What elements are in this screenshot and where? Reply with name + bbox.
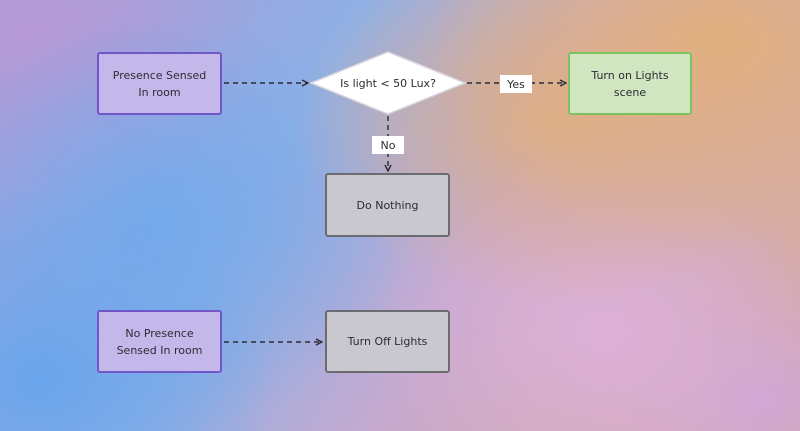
node-do-nothing-label: Do Nothing bbox=[356, 198, 419, 212]
node-decision-label: Is light < 50 Lux? bbox=[318, 70, 458, 96]
node-turn-on-lights: Turn on Lights scene bbox=[568, 52, 692, 115]
node-turn-off-lights: Turn Off Lights bbox=[325, 310, 450, 373]
edge-label-yes: Yes bbox=[500, 75, 532, 93]
node-turn-off-lights-label: Turn Off Lights bbox=[347, 335, 428, 348]
decision-diamond bbox=[308, 51, 468, 115]
decision-text: Is light < 50 Lux? bbox=[340, 76, 436, 90]
node-presence-sensed: Presence Sensed In room bbox=[97, 52, 222, 115]
edge-label-no: No bbox=[372, 136, 404, 154]
node-do-nothing: Do Nothing bbox=[325, 173, 450, 237]
node-no-presence-label: No Presence Sensed In room bbox=[116, 326, 203, 357]
node-presence-sensed-label: Presence Sensed In room bbox=[112, 68, 207, 99]
node-no-presence: No Presence Sensed In room bbox=[97, 310, 222, 373]
node-turn-on-lights-label: Turn on Lights scene bbox=[591, 68, 669, 99]
